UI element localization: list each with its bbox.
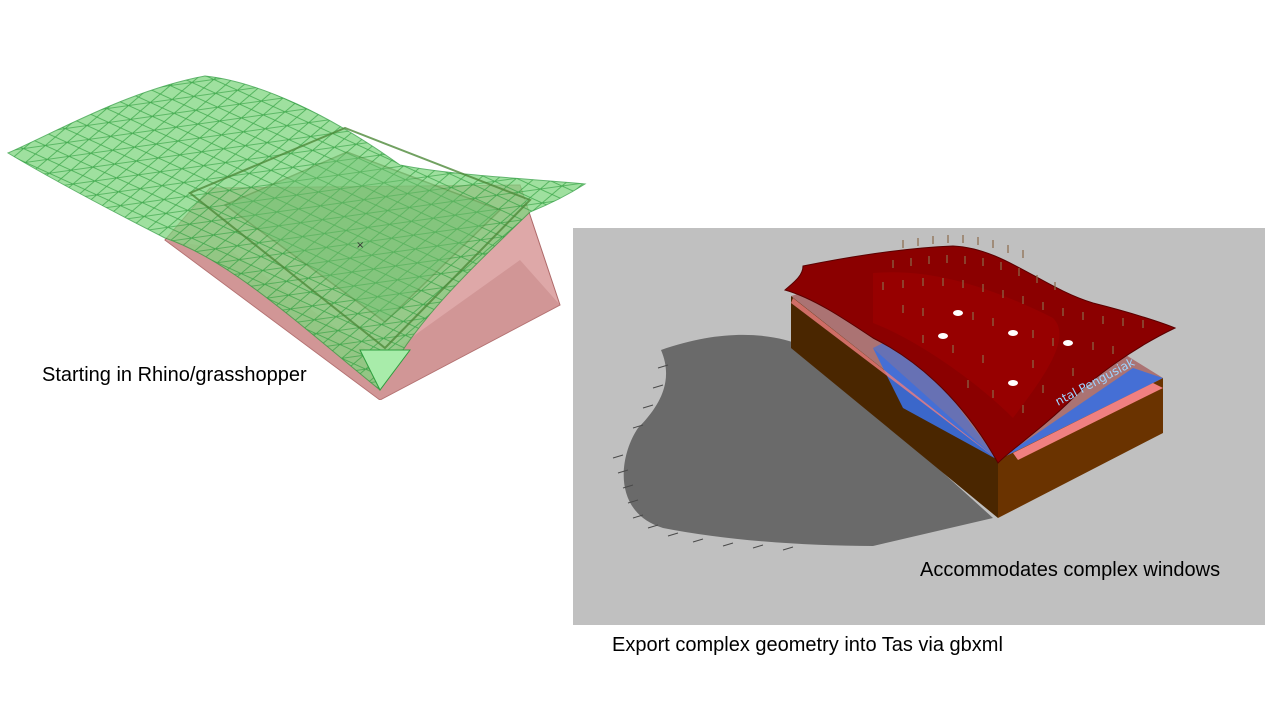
svg-text:×: ×	[356, 240, 364, 251]
export-caption: Export complex geometry into Tas via gbx…	[612, 634, 1003, 656]
rhino-model-illustration: ×	[6, 75, 587, 400]
rhino-caption: Starting in Rhino/grasshopper	[42, 364, 307, 386]
ground-shadow	[623, 334, 993, 546]
windows-caption: Accommodates complex windows	[920, 559, 1221, 581]
tas-render-svg: ntal Pengusiak	[612, 235, 1177, 551]
shadow-trees	[612, 364, 794, 551]
glazing-panels	[791, 298, 1163, 460]
tas-model-render: ntal Pengusiak	[573, 228, 1265, 625]
grasshopper-surface: ×	[6, 75, 587, 391]
roof-openings	[938, 310, 1073, 386]
roof-trees	[882, 235, 1144, 413]
